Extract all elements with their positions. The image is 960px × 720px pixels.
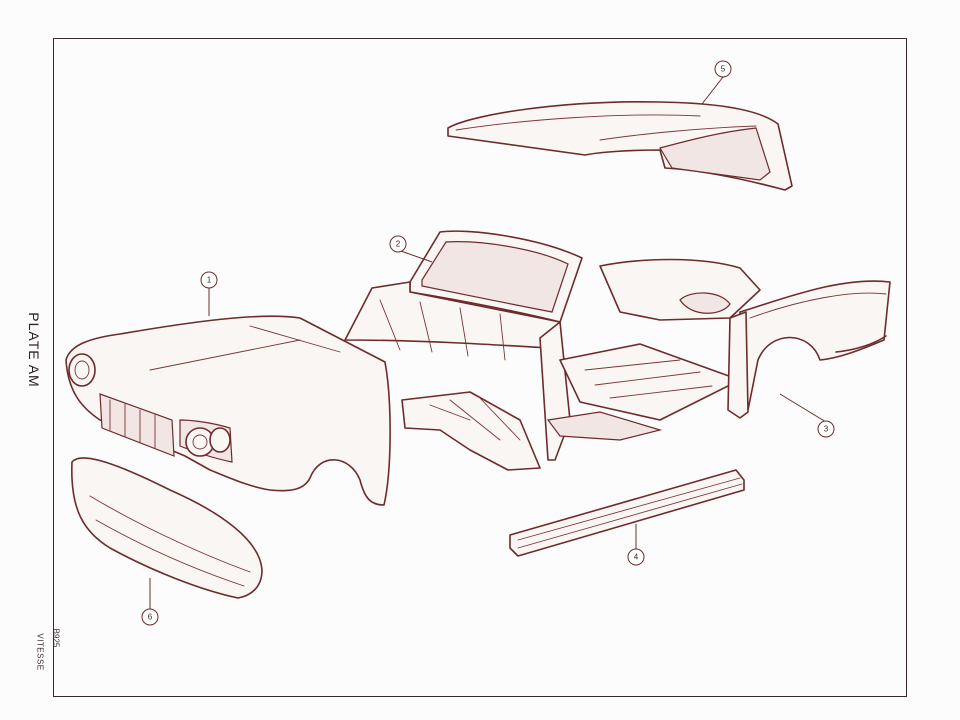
sill-panel	[509, 469, 745, 557]
main-body-shell	[344, 230, 891, 471]
callout-4: 4	[627, 548, 645, 566]
callout-6: 6	[141, 608, 159, 626]
svg-text:5: 5	[721, 65, 726, 74]
callout-5: 5	[714, 60, 732, 78]
leader-2	[397, 249, 433, 263]
hardtop-roof	[447, 101, 793, 191]
leader-5	[701, 76, 724, 105]
leader-3	[779, 393, 827, 423]
svg-text:1: 1	[207, 276, 212, 285]
callout-3: 3	[817, 420, 835, 438]
callout-2: 2	[389, 235, 407, 253]
callout-1: 1	[200, 271, 218, 289]
svg-text:6: 6	[148, 613, 153, 622]
page-frame	[53, 38, 907, 697]
front-hood-assembly	[65, 315, 391, 506]
front-valance	[71, 457, 263, 599]
svg-text:3: 3	[824, 425, 829, 434]
svg-text:4: 4	[634, 553, 639, 562]
svg-text:2: 2	[396, 240, 401, 249]
